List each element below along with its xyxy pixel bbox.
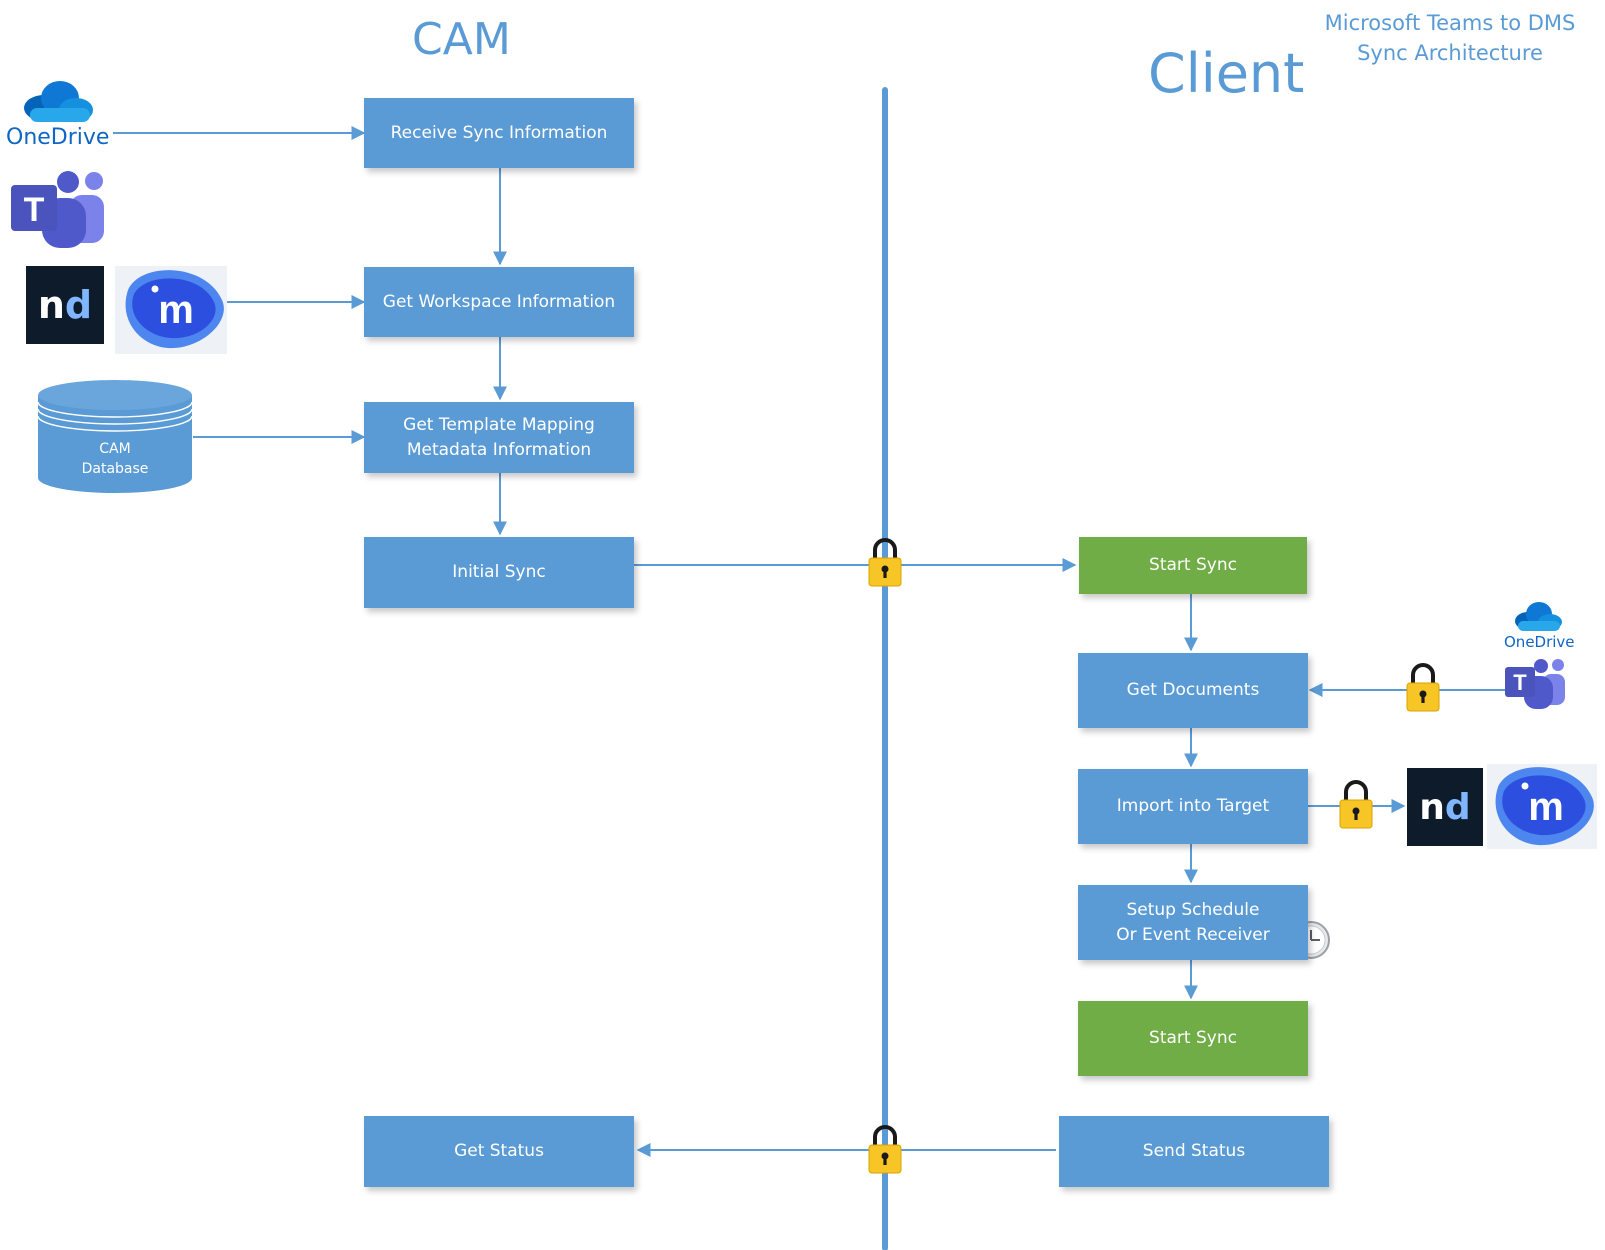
imanage-icon: m xyxy=(1487,764,1597,849)
send-status-box: Send Status xyxy=(1059,1116,1329,1187)
get-documents-box: Get Documents xyxy=(1078,653,1308,728)
netdocuments-logo: nd xyxy=(26,266,104,344)
diagram-title: Microsoft Teams to DMS Sync Architecture xyxy=(1300,8,1600,68)
get-status-box: Get Status xyxy=(364,1116,634,1187)
svg-text:m: m xyxy=(158,288,194,332)
import-into-target-box: Import into Target xyxy=(1078,769,1308,844)
onedrive-label: OneDrive xyxy=(1504,633,1575,651)
padlock-icon xyxy=(1405,663,1441,713)
cam-database-label: CAM Database xyxy=(81,441,149,477)
start-sync-box: Start Sync xyxy=(1079,537,1307,594)
imanage-icon: m xyxy=(115,266,227,354)
client-lane-heading: Client xyxy=(1148,42,1305,105)
initial-sync-box: Initial Sync xyxy=(364,537,634,608)
onedrive-label: OneDrive xyxy=(6,125,110,150)
final-start-sync-box: Start Sync xyxy=(1078,1001,1308,1076)
diagram-title-line2: Sync Architecture xyxy=(1357,41,1543,65)
svg-text:T: T xyxy=(24,191,45,229)
cam-database-icon xyxy=(37,380,193,493)
get-template-mapping-box: Get Template Mapping Metadata Informatio… xyxy=(364,402,634,473)
svg-text:T: T xyxy=(1513,670,1527,695)
onedrive-cloud-icon xyxy=(1515,602,1562,631)
onedrive-cloud-icon xyxy=(24,81,93,122)
netdocuments-label: nd xyxy=(37,283,93,327)
setup-schedule-box: Setup Schedule Or Event Receiver xyxy=(1078,885,1308,960)
microsoft-teams-icon: T xyxy=(1505,659,1565,709)
svg-text:m: m xyxy=(1528,785,1564,829)
padlock-icon xyxy=(1338,780,1374,830)
get-workspace-information-box: Get Workspace Information xyxy=(364,267,634,337)
netdocuments-logo: nd xyxy=(1407,768,1483,846)
microsoft-teams-icon: T xyxy=(11,171,104,248)
receive-sync-information-box: Receive Sync Information xyxy=(364,98,634,168)
netdocuments-label: nd xyxy=(1419,786,1471,828)
diagram-title-line1: Microsoft Teams to DMS xyxy=(1324,11,1576,35)
cam-lane-heading: CAM xyxy=(412,14,511,65)
